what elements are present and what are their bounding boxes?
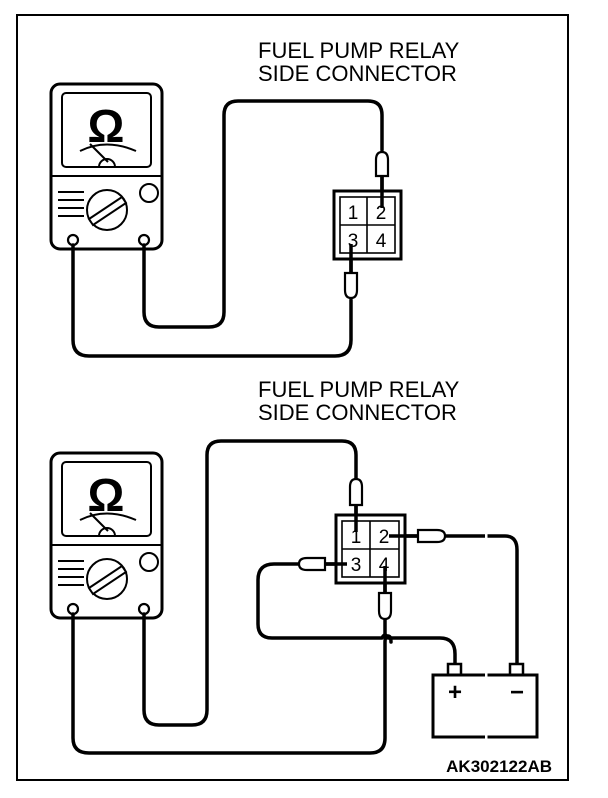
probe-tip-icon xyxy=(377,591,393,621)
battery-positive-terminal xyxy=(446,662,463,677)
probe-tip-icon xyxy=(348,477,364,507)
ohm-symbol: Ω xyxy=(88,469,125,521)
meter-scale-arc xyxy=(79,143,137,152)
pin-3-label: 3 xyxy=(348,231,359,252)
lead-to-pin-4 xyxy=(71,612,393,755)
pin-3-label: 3 xyxy=(351,555,362,576)
meter-scale-arc xyxy=(79,512,137,521)
probe-tip-icon xyxy=(416,528,447,544)
ohmmeter-icon: Ω xyxy=(49,82,164,251)
pin-1-label: 1 xyxy=(351,527,362,548)
range-selector-dial xyxy=(58,189,128,231)
ohmmeter-icon: Ω xyxy=(49,451,164,620)
pin-2-label: 2 xyxy=(379,527,390,548)
relay-connector: 1 2 3 4 xyxy=(334,513,407,585)
panel-bottom-title-line1: FUEL PUMP RELAY xyxy=(258,377,460,402)
panel-bottom: FUEL PUMP RELAY SIDE CONNECTOR Ω xyxy=(49,377,539,755)
lead-to-pin-2 xyxy=(142,99,384,329)
panel-top-title-line1: FUEL PUMP RELAY xyxy=(258,38,460,63)
adjust-knob xyxy=(139,552,159,572)
battery-positive-lead xyxy=(256,562,457,666)
pin-2-label: 2 xyxy=(376,203,387,224)
lead-to-pin-3 xyxy=(71,243,353,358)
lead-to-pin-1 xyxy=(142,439,358,727)
range-selector-dial xyxy=(58,558,128,600)
frame-seam-cover xyxy=(485,16,488,779)
pin-1-label: 1 xyxy=(348,203,359,224)
relay-connector: 1 2 3 4 xyxy=(332,189,403,261)
battery-negative-label: − xyxy=(510,679,524,706)
frame-right-extension xyxy=(486,14,569,781)
panel-top: FUEL PUMP RELAY SIDE CONNECTOR Ω xyxy=(49,38,460,358)
pin-4-label: 4 xyxy=(376,231,387,252)
pin-4-label: 4 xyxy=(379,555,390,576)
battery-negative-terminal xyxy=(508,662,525,677)
adjust-knob xyxy=(139,183,159,203)
ohm-symbol: Ω xyxy=(88,100,125,152)
panel-bottom-title-line2: SIDE CONNECTOR xyxy=(258,400,457,425)
probe-tip-icon xyxy=(374,150,390,178)
battery-positive-label: + xyxy=(448,679,462,706)
panel-top-title-line2: SIDE CONNECTOR xyxy=(258,61,457,86)
figure-code: AK302122AB xyxy=(446,757,552,776)
probe-tip-icon xyxy=(343,271,359,300)
battery-negative-lead xyxy=(443,534,519,666)
probe-tip-icon xyxy=(297,556,327,572)
